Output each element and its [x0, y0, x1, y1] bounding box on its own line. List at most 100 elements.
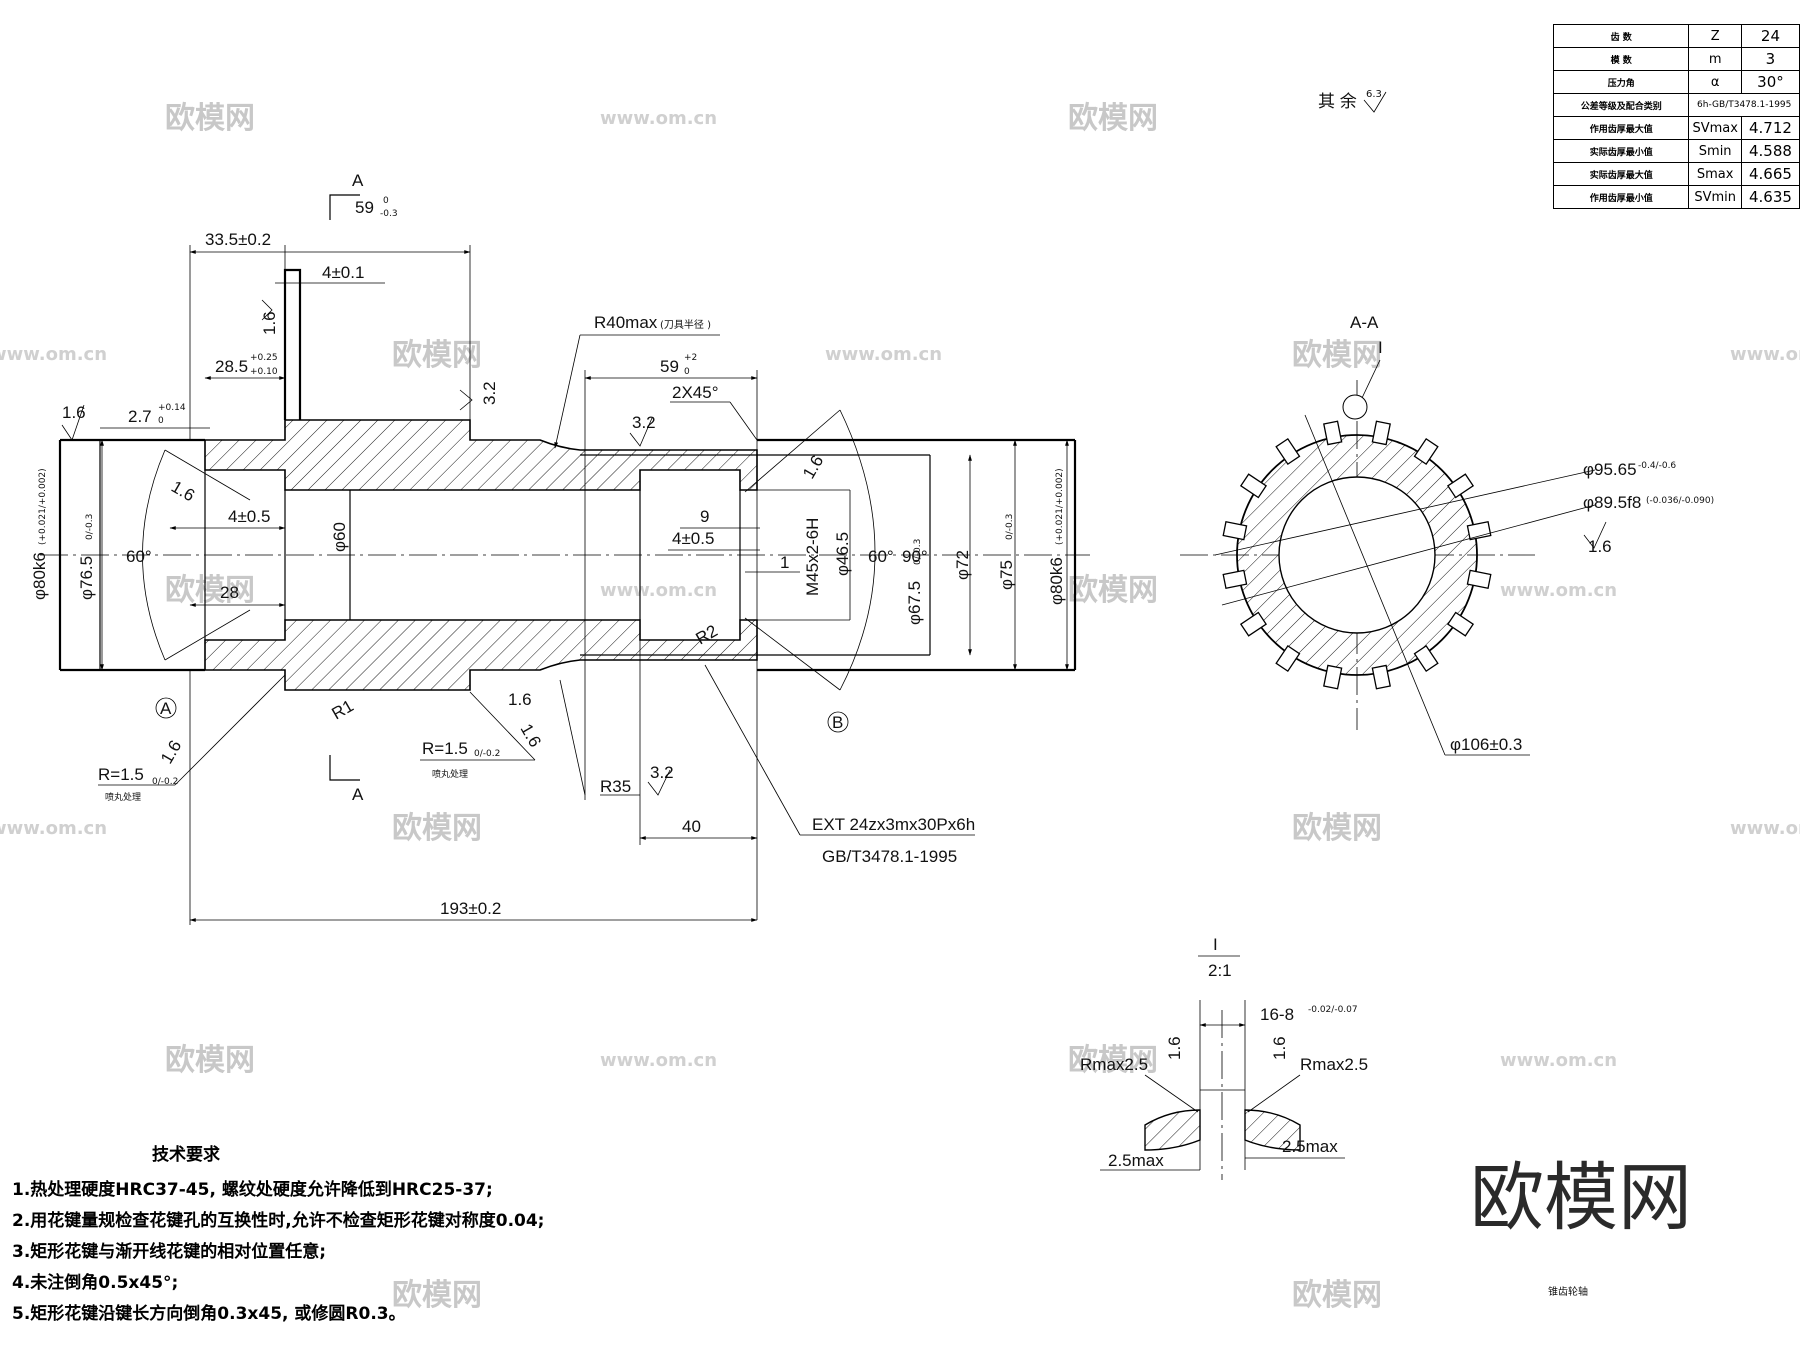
dim-phi95: φ95.65 — [1583, 460, 1637, 479]
datum-a: A — [160, 699, 172, 718]
watermark-brand: 欧模网 — [392, 1278, 482, 1313]
watermark-url: www.om.cn — [600, 108, 717, 129]
remaining-label: 其 余 — [1318, 92, 1357, 111]
detail-circle — [1342, 394, 1368, 420]
watermark-layer: 欧模网 www.om.cn 欧模网 www.om.cn 欧模网 www.om.c… — [0, 101, 1800, 1313]
note-r35: R35 — [600, 777, 631, 796]
dim-phi60: φ60 — [330, 522, 349, 552]
leader-line — [559, 679, 586, 796]
dim-2-7: 2.7 — [128, 407, 152, 426]
groove-step — [283, 268, 302, 420]
spec-value: 3 — [1740, 47, 1800, 71]
dim-4-05b: 4±0.5 — [672, 529, 714, 548]
spline-tooth — [1323, 664, 1343, 690]
hatched-wall-upper — [204, 419, 758, 491]
angle-arc-right — [839, 409, 876, 691]
spec-value: 30° — [1740, 70, 1800, 94]
dim-28-5: 28.5 — [215, 357, 248, 376]
roughness-1-6: 1.6 — [517, 721, 545, 751]
detail-marker: I — [1378, 338, 1383, 357]
watermark-brand: 欧模网 — [1068, 1043, 1158, 1078]
spec-value: 24 — [1740, 24, 1800, 48]
watermark-url: www.om.cn — [1500, 1050, 1617, 1071]
angle-60: 60° — [126, 547, 152, 566]
dim-phi76: φ76.5 — [77, 556, 96, 600]
spline-tooth — [1413, 437, 1439, 466]
leader-line — [1361, 359, 1381, 399]
watermark-brand: 欧模网 — [165, 573, 255, 608]
spline-tooth — [1239, 473, 1268, 499]
spec-label: 模 数 — [1552, 47, 1690, 71]
dim-phi80-right: φ80k6 — [1047, 557, 1066, 605]
detail-view: I 2:1 16-8 -0.02/-0.07 Rmax2.5 Rmax2.5 1… — [1080, 935, 1368, 1180]
watermark-brand: 欧模网 — [1292, 1278, 1382, 1313]
dim-33-5: 33.5±0.2 — [205, 230, 271, 249]
spec-label: 齿 数 — [1552, 24, 1690, 48]
note-r40-tool: (刀具半径 ) — [660, 318, 711, 331]
note-r1: R1 — [329, 696, 357, 723]
roughness-3-2: 3.2 — [480, 381, 499, 405]
roughness-1-6: 1.6 — [260, 311, 279, 335]
dim-phi75: φ75 — [997, 560, 1016, 590]
dim-phi46: φ46.5 — [833, 532, 852, 576]
note-r15-a: R=1.5 — [98, 765, 144, 784]
dim-max-right: 2.5max — [1282, 1137, 1338, 1156]
note-r15-b-shot: 喷丸处理 — [432, 768, 468, 780]
leader-line — [1221, 504, 1596, 606]
spline-tooth — [1222, 569, 1248, 589]
requirement-item: 3.矩形花键与渐开线花键的相对位置任意; — [12, 1242, 327, 1262]
leader-line — [1247, 1074, 1301, 1113]
section-letter: A — [352, 785, 364, 804]
dim-28: 28 — [220, 583, 239, 602]
spec-symbol: Smin — [1688, 139, 1742, 163]
angle-leg — [744, 617, 841, 691]
dim-2-7-up: +0.14 — [158, 403, 186, 413]
roughness-symbol — [261, 299, 273, 321]
section-letter: A — [352, 171, 364, 190]
spec-value: 4.665 — [1740, 162, 1800, 186]
spec-value: 4.712 — [1740, 116, 1800, 140]
leader-line — [1144, 1074, 1199, 1113]
roughness-symbol — [459, 389, 473, 411]
dim-phi67: φ67.5 — [905, 581, 924, 625]
leader-line — [704, 664, 801, 836]
dim-40: 40 — [682, 817, 701, 836]
watermark-brand: 欧模网 — [1292, 811, 1382, 846]
roughness-symbol — [647, 769, 671, 796]
note-ext-spline: EXT 24zx3mx30Px6h — [812, 815, 975, 834]
spec-label: 作用齿厚最小值 — [1552, 185, 1690, 209]
watermark-brand: 欧模网 — [1068, 101, 1158, 136]
note-r40: R40max — [594, 313, 658, 332]
note-ext-std: GB/T3478.1-1995 — [822, 847, 957, 866]
angle-60b: 60° — [868, 547, 894, 566]
leader-line — [1304, 414, 1446, 756]
spec-label: 作用齿厚最大值 — [1552, 116, 1690, 140]
hatched-wall-lower — [204, 619, 758, 691]
datum-b-circle — [827, 711, 849, 733]
spec-symbol: Smax — [1688, 162, 1742, 186]
note-rmax-right: Rmax2.5 — [1300, 1055, 1368, 1074]
spec-label: 实际齿厚最小值 — [1552, 139, 1690, 163]
spline-tooth — [1413, 644, 1439, 673]
dim-phi106: φ106±0.3 — [1450, 735, 1522, 754]
roughness-1-6: 1.6 — [508, 690, 532, 709]
part-name: 锥齿轮轴 — [1548, 1285, 1588, 1298]
roughness-1-6: 1.6 — [62, 403, 86, 422]
detail-tooth-right — [1244, 1109, 1301, 1151]
roughness-1-6: 1.6 — [157, 737, 185, 767]
spline-tooth — [1371, 420, 1391, 446]
dim-phi72: φ72 — [953, 550, 972, 580]
watermark-url: www.om.cn — [1730, 818, 1800, 839]
requirement-item: 4.未注倒角0.5x45°; — [12, 1273, 179, 1293]
spline-tooth — [1323, 420, 1343, 446]
dim-59: 59 — [355, 198, 374, 217]
roughness-symbol — [629, 417, 653, 447]
detail-scale: 2:1 — [1208, 961, 1232, 980]
